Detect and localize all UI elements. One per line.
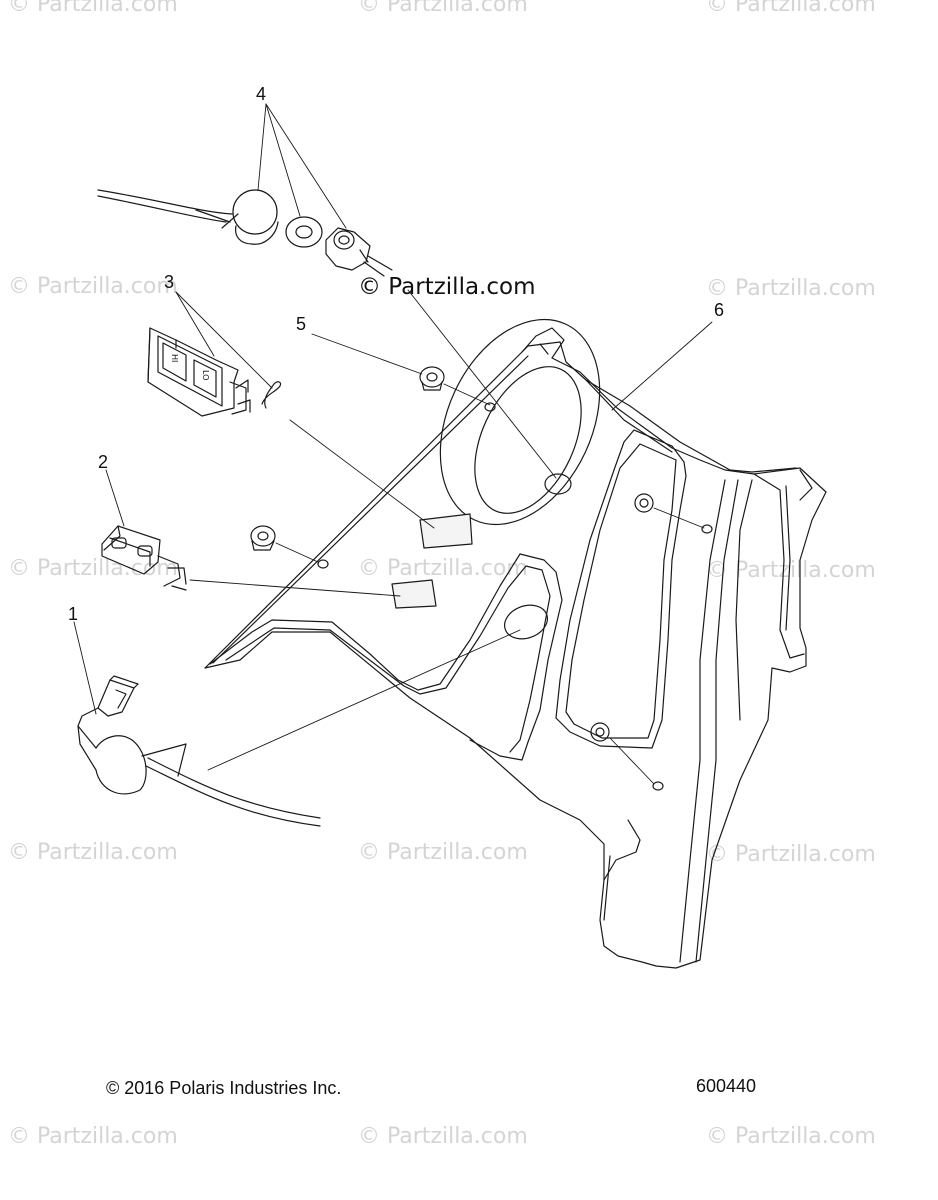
center-watermark: © Partzilla.com bbox=[358, 274, 536, 300]
watermark-3: © Partzilla.com bbox=[706, 0, 876, 17]
watermark-13: © Partzilla.com bbox=[358, 1124, 528, 1149]
switch-label-hi: HI bbox=[170, 354, 179, 362]
watermark-10: © Partzilla.com bbox=[358, 840, 528, 865]
figure-id: 600440 bbox=[696, 1076, 757, 1096]
watermark-8: © Partzilla.com bbox=[706, 558, 876, 583]
callout-2: 2 bbox=[98, 452, 109, 472]
copyright-notice: © 2016 Polaris Industries Inc. bbox=[106, 1078, 342, 1098]
hi-lo-switch bbox=[148, 328, 281, 416]
dash-panel bbox=[205, 294, 826, 968]
panel-screw-1 bbox=[635, 494, 653, 512]
screw-near-switch bbox=[251, 526, 275, 550]
watermark-14: © Partzilla.com bbox=[706, 1124, 876, 1149]
screw-part-5 bbox=[420, 367, 444, 390]
callout-4: 4 bbox=[256, 84, 267, 104]
watermark-2: © Partzilla.com bbox=[358, 0, 528, 17]
watermark-9: © Partzilla.com bbox=[8, 840, 178, 865]
small-switch bbox=[102, 526, 186, 590]
watermark-1: © Partzilla.com bbox=[8, 0, 178, 17]
callout-6: 6 bbox=[714, 300, 725, 320]
leader-lines bbox=[74, 104, 712, 784]
panel-screw-2 bbox=[591, 723, 609, 741]
switch-label-lo: LO bbox=[201, 370, 210, 380]
indicator-assembly bbox=[98, 190, 392, 276]
watermark-11: © Partzilla.com bbox=[706, 842, 876, 867]
ignition-switch bbox=[78, 676, 320, 826]
callout-5: 5 bbox=[296, 314, 307, 334]
callout-1: 1 bbox=[68, 604, 79, 624]
watermark-5: © Partzilla.com bbox=[706, 276, 876, 301]
callout-3: 3 bbox=[164, 272, 175, 292]
watermark-4: © Partzilla.com bbox=[8, 274, 178, 299]
watermark-7: © Partzilla.com bbox=[358, 556, 528, 581]
watermark-12: © Partzilla.com bbox=[8, 1124, 178, 1149]
